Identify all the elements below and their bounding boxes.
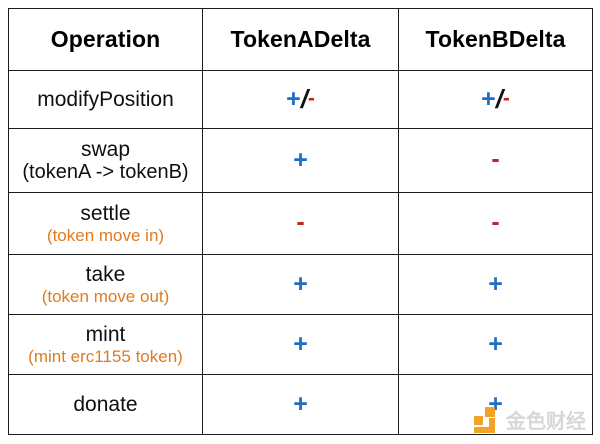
column-header-tokenbdelta: TokenBDelta	[398, 8, 593, 71]
tokena-delta-mint: +	[202, 314, 399, 375]
plus-minus-symbol: + / -	[286, 86, 315, 112]
operation-cell-swap: swap (tokenA -> tokenB)	[8, 128, 203, 193]
token-delta-table: Operation TokenADelta TokenBDelta modify…	[8, 8, 593, 435]
plus-icon: +	[293, 329, 308, 358]
tokenb-delta-modifyposition: + / -	[398, 70, 593, 129]
operation-cell-take: take (token move out)	[8, 254, 203, 315]
plus-icon: +	[488, 389, 503, 418]
table-row: modifyPosition + / - + / -	[8, 70, 593, 129]
operation-subtitle: (token move in)	[46, 226, 165, 246]
operation-cell-donate: donate	[8, 374, 203, 435]
tokenb-delta-take: +	[398, 254, 593, 315]
tokenb-delta-mint: +	[398, 314, 593, 375]
minus-icon: -	[491, 144, 500, 173]
minus-icon: -	[296, 207, 305, 236]
operation-name: swap	[80, 138, 131, 162]
plus-icon: +	[293, 145, 308, 174]
delta-table-container: Operation TokenADelta TokenBDelta modify…	[8, 8, 593, 435]
operation-name: modifyPosition	[37, 87, 174, 111]
operation-cell-mint: mint (mint erc1155 token)	[8, 314, 203, 375]
tokena-delta-donate: +	[202, 374, 399, 435]
plus-icon: +	[286, 84, 301, 113]
tokena-delta-swap: +	[202, 128, 399, 193]
tokena-delta-modifyposition: + / -	[202, 70, 399, 129]
tokena-delta-settle: -	[202, 192, 399, 255]
table-row: settle (token move in) - -	[8, 192, 593, 255]
minus-icon: -	[491, 207, 500, 236]
column-header-operation: Operation	[8, 8, 203, 71]
plus-icon: +	[293, 269, 308, 298]
column-header-tokenadelta: TokenADelta	[202, 8, 399, 71]
table-header-row: Operation TokenADelta TokenBDelta	[8, 8, 593, 71]
operation-name: take	[85, 262, 126, 286]
minus-icon: -	[502, 86, 510, 110]
table-body: modifyPosition + / - + / -	[8, 70, 593, 435]
plus-icon: +	[488, 329, 503, 358]
operation-name: mint	[85, 322, 126, 346]
operation-subtitle: (mint erc1155 token)	[28, 347, 183, 367]
slash-icon: /	[495, 84, 503, 114]
plus-icon: +	[293, 389, 308, 418]
plus-icon: +	[481, 84, 496, 113]
table-row: donate + +	[8, 374, 593, 435]
operation-name: settle	[80, 201, 131, 225]
operation-name: donate	[73, 392, 138, 416]
table-row: swap (tokenA -> tokenB) + -	[8, 128, 593, 193]
slash-icon: /	[300, 84, 308, 114]
plus-icon: +	[488, 269, 503, 298]
operation-subtitle: (token move out)	[41, 287, 170, 307]
operation-cell-modifyposition: modifyPosition	[8, 70, 203, 129]
tokenb-delta-donate: +	[398, 374, 593, 435]
tokenb-delta-swap: -	[398, 128, 593, 193]
table-header: Operation TokenADelta TokenBDelta	[8, 8, 593, 71]
operation-cell-settle: settle (token move in)	[8, 192, 203, 255]
tokena-delta-take: +	[202, 254, 399, 315]
tokenb-delta-settle: -	[398, 192, 593, 255]
plus-minus-symbol: + / -	[481, 86, 510, 112]
operation-subtitle: (tokenA -> tokenB)	[22, 160, 189, 183]
table-row: mint (mint erc1155 token) + +	[8, 314, 593, 375]
minus-icon: -	[307, 86, 315, 110]
table-row: take (token move out) + +	[8, 254, 593, 315]
